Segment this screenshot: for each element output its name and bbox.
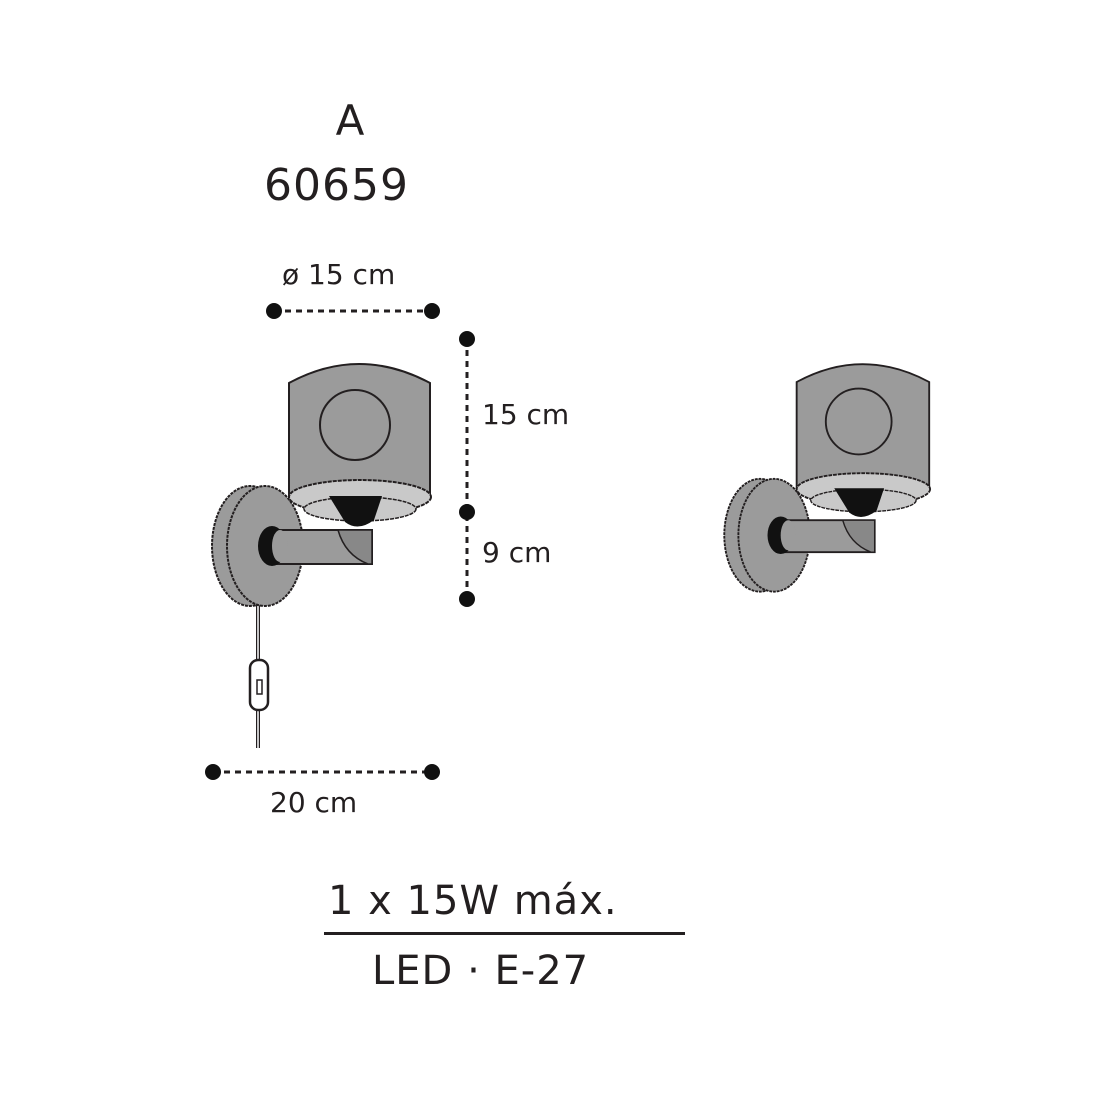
shade-diameter-label: ø 15 cm bbox=[282, 258, 396, 291]
arm-height-label: 9 cm bbox=[482, 536, 552, 569]
bulb-spec: LED · E-27 bbox=[372, 948, 590, 994]
power-spec: 1 x 15W máx. bbox=[328, 878, 618, 924]
shade-height-label: 15 cm bbox=[482, 398, 570, 431]
model-code: 60659 bbox=[264, 160, 409, 211]
wall-lamp-with-switch bbox=[211, 363, 432, 748]
projection-label: 20 cm bbox=[270, 786, 358, 819]
spec-divider bbox=[324, 932, 685, 935]
dimension-lines bbox=[213, 309, 469, 774]
wall-lamp-variant bbox=[723, 363, 932, 593]
model-letter: A bbox=[335, 96, 365, 145]
dimension-dots bbox=[205, 303, 475, 780]
